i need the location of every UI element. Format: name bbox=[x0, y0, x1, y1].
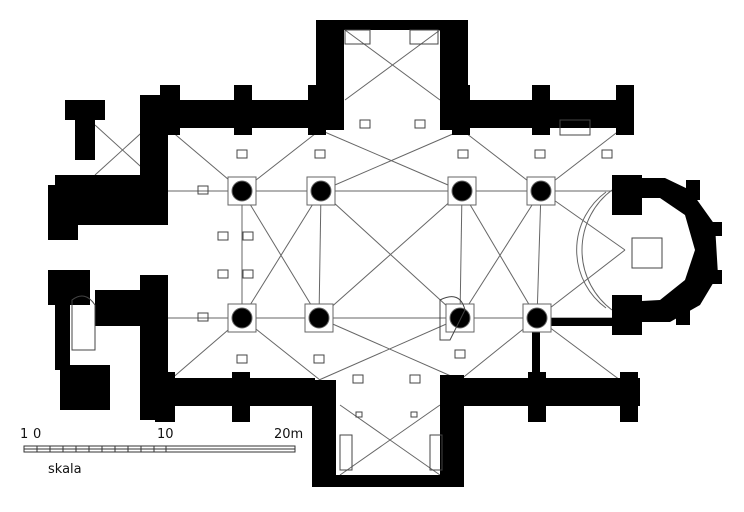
pillar bbox=[310, 180, 332, 202]
pillar bbox=[526, 307, 548, 329]
scale-bar bbox=[23, 445, 296, 453]
scale-tick-0: 0 bbox=[33, 427, 42, 442]
pillar bbox=[449, 307, 471, 329]
stairs bbox=[71, 29, 591, 471]
scale-caption: skala bbox=[48, 462, 82, 477]
walls bbox=[48, 20, 722, 487]
tomb-slabs bbox=[197, 119, 663, 418]
pillar bbox=[231, 180, 253, 202]
pillars bbox=[227, 176, 556, 333]
scale-tick-10: 10 bbox=[157, 427, 174, 442]
pillar bbox=[231, 307, 253, 329]
apse-arcs bbox=[576, 189, 613, 311]
pillar bbox=[451, 180, 473, 202]
pillar bbox=[308, 307, 330, 329]
pillar bbox=[530, 180, 552, 202]
scale-tick-1: 1 bbox=[20, 427, 29, 442]
scale-tick-20m: 20m bbox=[274, 427, 304, 442]
